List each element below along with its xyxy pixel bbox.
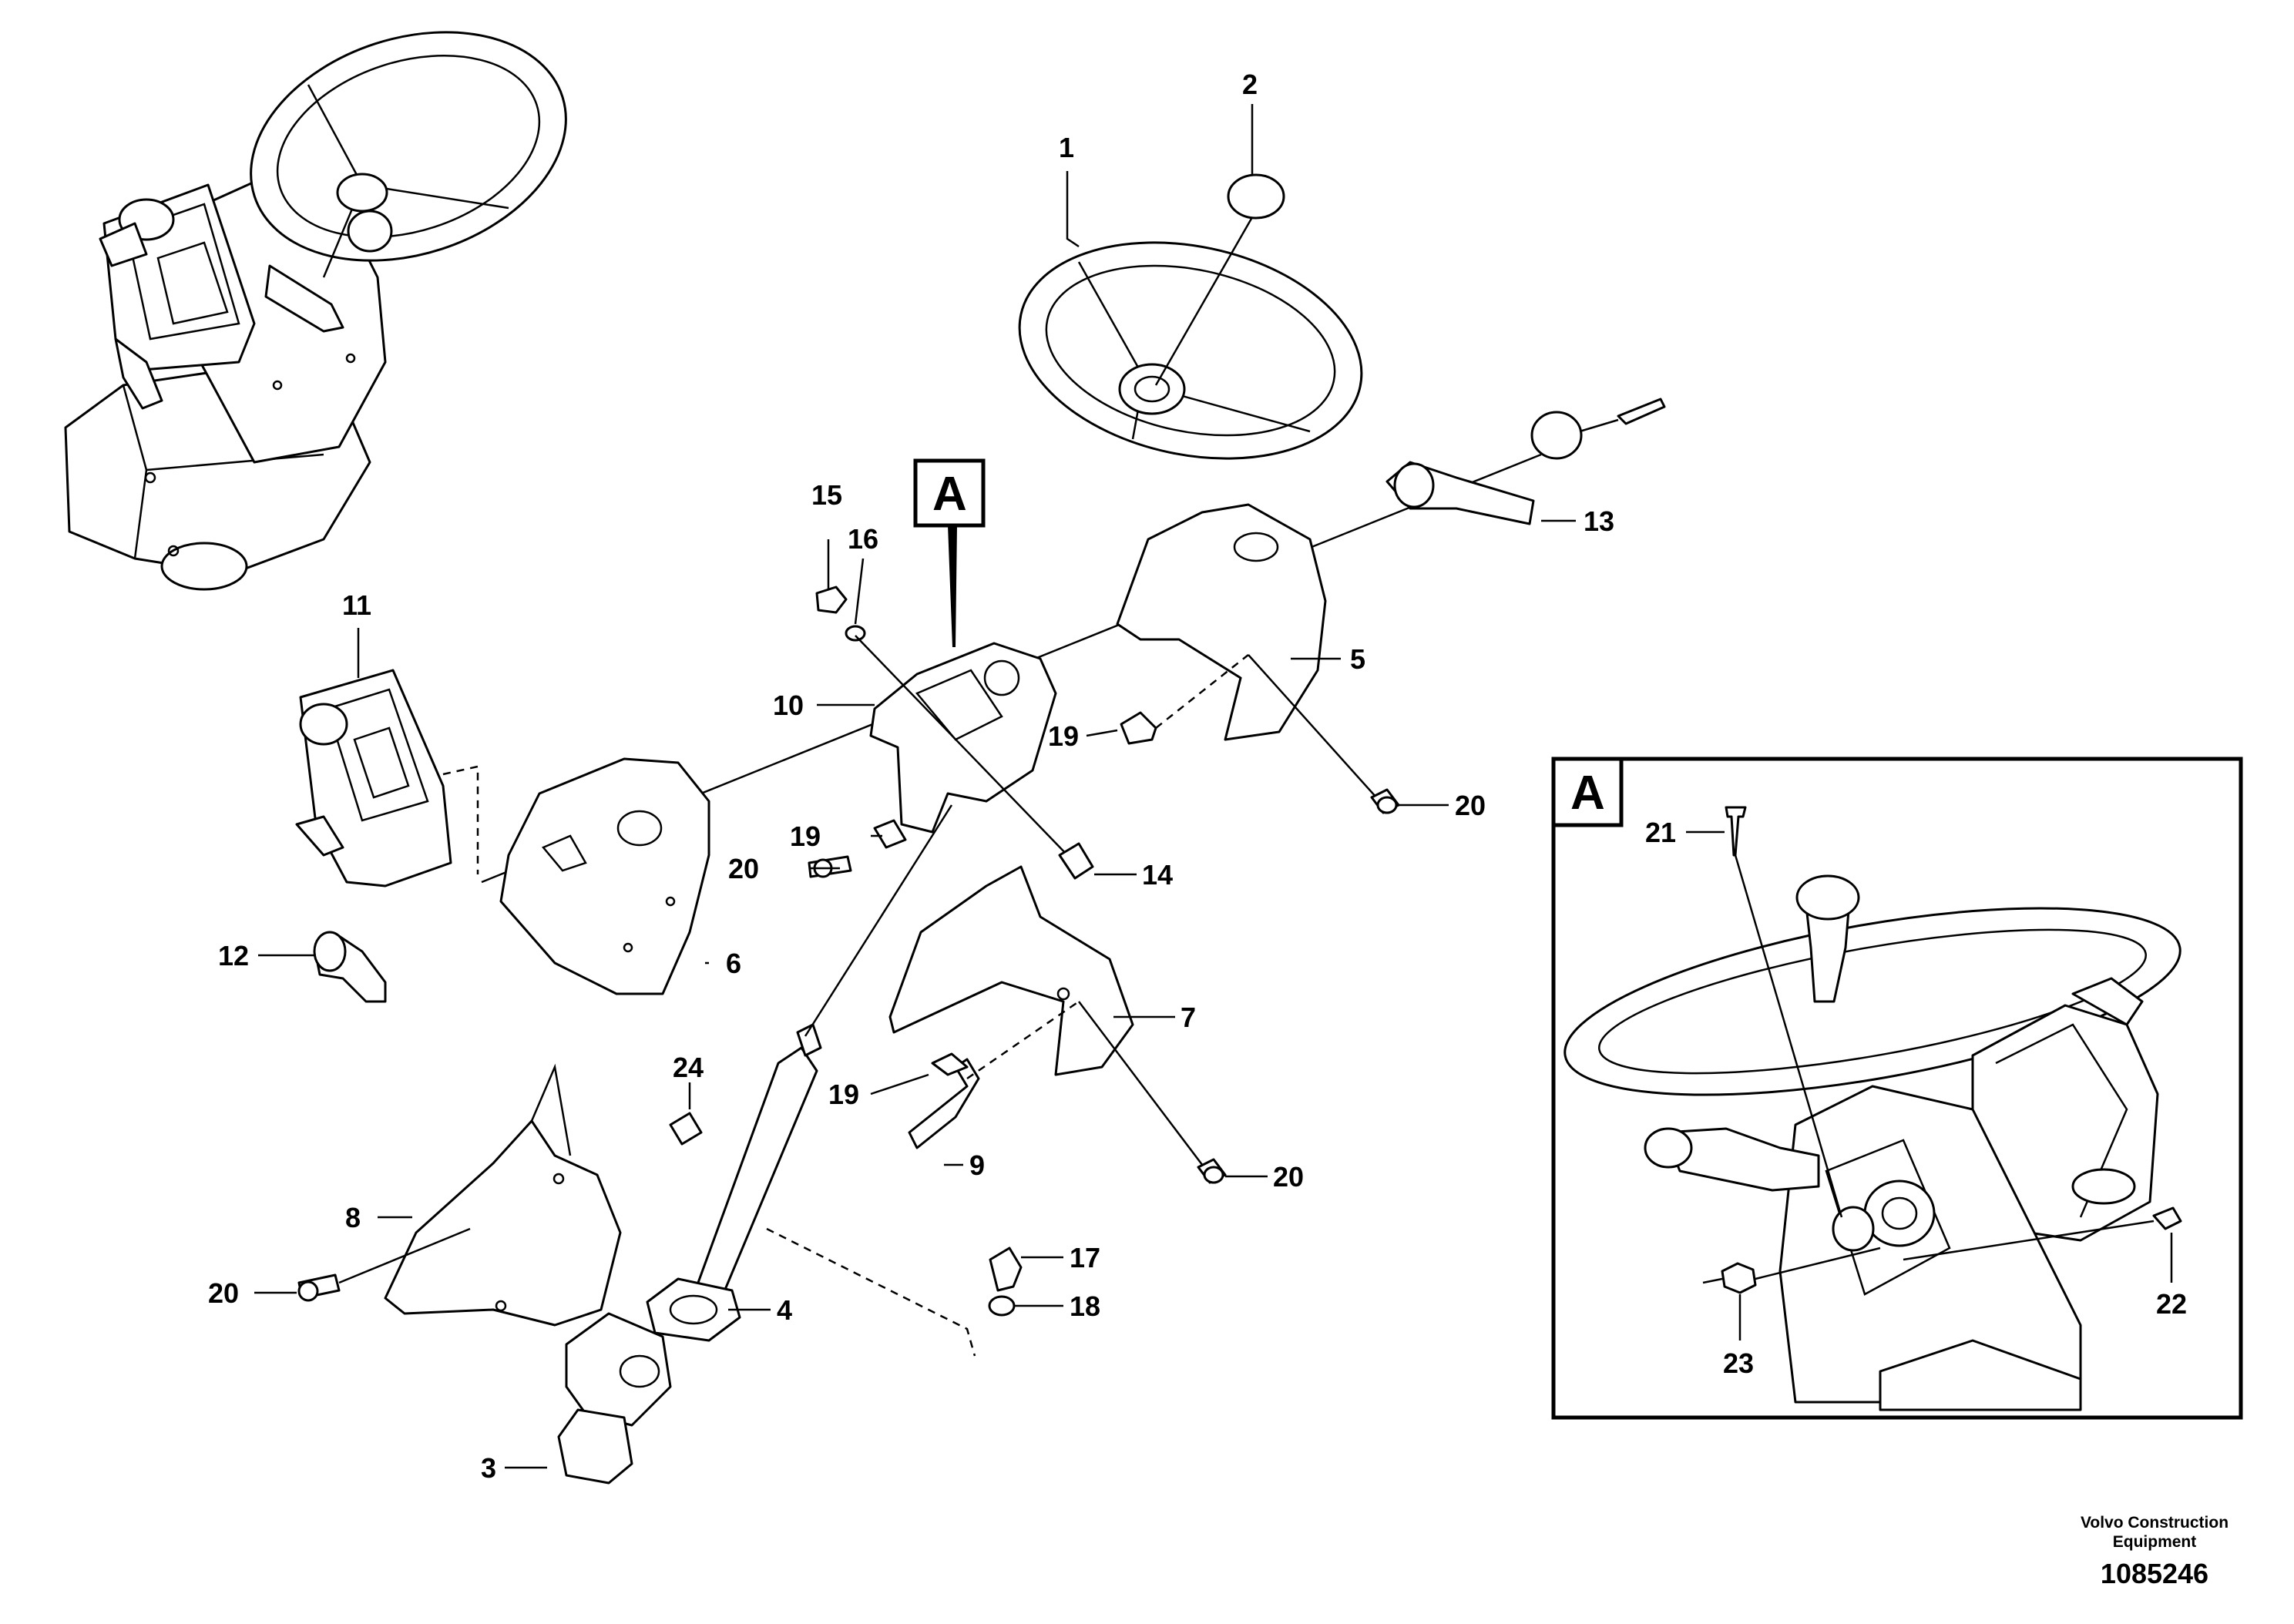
callout-14: 14: [1142, 859, 1173, 891]
callout-1: 1: [1059, 132, 1074, 163]
callout-22: 22: [2156, 1288, 2187, 1320]
detail-a-label: A: [932, 468, 967, 521]
tilt-lever: [1385, 461, 1535, 525]
callout-19-lower: 19: [828, 1079, 859, 1110]
footer-credit: Volvo Construction Equipment 1085246: [2081, 1514, 2229, 1589]
callout-15: 15: [811, 479, 842, 511]
company-name: Volvo Construction: [2081, 1514, 2229, 1532]
callout-20-a: 20: [728, 853, 759, 884]
lower-cover: [384, 1063, 622, 1327]
callout-18: 18: [1070, 1290, 1100, 1322]
callout-20-d: 20: [208, 1277, 239, 1309]
bolt-22: [2152, 1206, 2182, 1230]
center-cap: [1227, 173, 1285, 220]
callout-12: 12: [218, 940, 249, 971]
bolt-17: [989, 1247, 1023, 1292]
ignition-switch: [1530, 398, 1666, 460]
callout-20-b: 20: [1455, 790, 1486, 821]
callout-5: 5: [1350, 643, 1365, 675]
callout-13: 13: [1584, 505, 1614, 537]
steering-unit: [557, 1312, 672, 1485]
control-console: [295, 669, 452, 887]
washer-16: [845, 625, 866, 642]
callout-20-c: 20: [1273, 1161, 1304, 1193]
clip-19-lower: [931, 1052, 969, 1076]
nut-15: [815, 586, 848, 614]
callout-8: 8: [345, 1202, 361, 1233]
callout-23: 23: [1723, 1347, 1754, 1379]
callout-11: 11: [342, 589, 371, 621]
washer-18: [988, 1295, 1016, 1317]
callout-10: 10: [773, 690, 804, 721]
overview-assembly: [64, 31, 567, 591]
clip-19-upper: [1120, 711, 1157, 745]
fitting-24: [669, 1112, 703, 1146]
detail-a-marker: A: [913, 458, 986, 647]
detail-a-inset-label: A: [1570, 767, 1605, 820]
callout-24: 24: [673, 1052, 704, 1083]
clip-19-mid: [873, 819, 907, 849]
steering-wheel: [1018, 241, 1363, 460]
callout-19-upper: 19: [1048, 720, 1079, 752]
lower-shroud: [499, 757, 710, 995]
detail-a-inset: A: [1551, 757, 2243, 1420]
lever-12: [313, 931, 387, 1003]
callout-9: 9: [969, 1149, 985, 1181]
company-name-line2: Equipment: [2113, 1533, 2197, 1551]
steering-column: [646, 1023, 822, 1342]
callout-4: 4: [777, 1294, 792, 1326]
bracket-9: [908, 1058, 980, 1149]
callout-2: 2: [1242, 69, 1258, 100]
callout-17: 17: [1070, 1242, 1100, 1273]
callout-3: 3: [481, 1452, 496, 1484]
callout-16: 16: [848, 523, 878, 555]
column-bracket: [869, 642, 1057, 834]
nut-23: [1721, 1262, 1757, 1294]
doc-number: 1085246: [2101, 1558, 2208, 1589]
bolt-14: [1058, 842, 1094, 880]
callout-21: 21: [1645, 817, 1676, 848]
callout-19-mid: 19: [790, 820, 821, 852]
upper-shroud: [1116, 503, 1327, 741]
callout-leaders: [254, 104, 1576, 1469]
callout-6: 6: [726, 948, 741, 979]
cover-7: [888, 865, 1134, 1076]
callout-7: 7: [1181, 1002, 1196, 1033]
